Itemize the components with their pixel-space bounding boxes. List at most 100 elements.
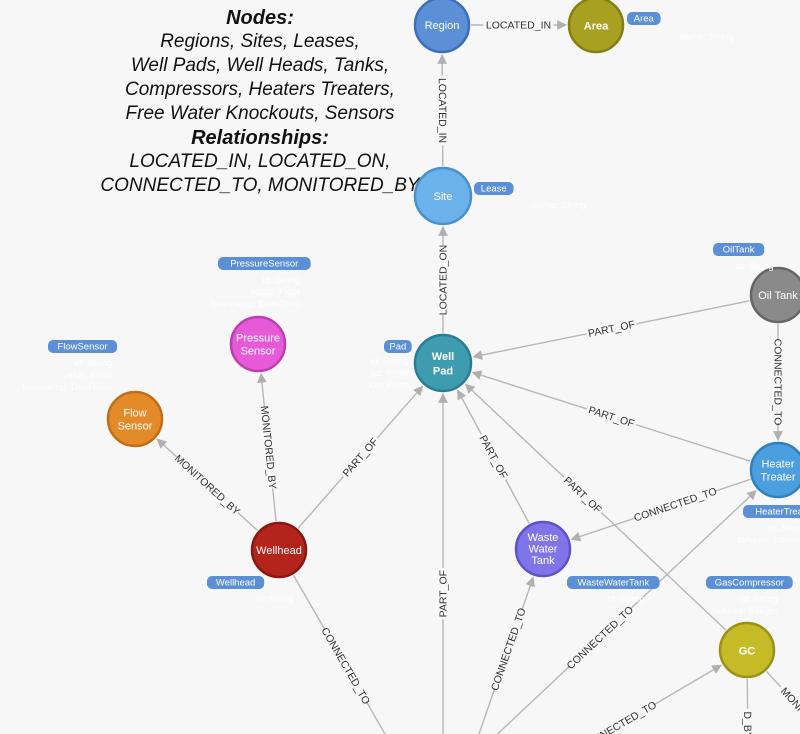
edge-oiltank-pad[interactable]: PART_OF (472, 300, 750, 360)
node-circle[interactable] (514, 520, 572, 578)
property-text: id: String (607, 594, 645, 605)
node-region[interactable]: Region (413, 0, 471, 54)
legend-node-line: Regions, Sites, Leases, (160, 31, 360, 52)
edge-pad-site[interactable]: LOCATED_ON (436, 226, 450, 333)
node-label: Well (432, 351, 454, 363)
node-circle[interactable] (567, 0, 625, 54)
badge-label: FlowSensor (57, 342, 107, 353)
badge-label: OilTank (723, 245, 755, 256)
node-label: Flow (123, 407, 146, 419)
edge-bottom-pad[interactable]: PART_OF (436, 393, 450, 734)
edge-label: LOCATED_ON (438, 245, 450, 315)
edge-line[interactable] (563, 664, 722, 734)
node-site[interactable]: Site (413, 166, 473, 226)
badge-label: WasteWaterTank (577, 578, 649, 589)
node-label: Pressure (236, 332, 280, 344)
edge-heater-pad[interactable]: PART_OF (471, 370, 751, 462)
badge-pill[interactable] (743, 505, 800, 518)
edge-oiltank-heater[interactable]: CONNECTED_TO (772, 324, 786, 441)
edge-site-region[interactable]: LOCATED_IN (436, 54, 450, 167)
edge-wellhead-pad[interactable]: PART_OF (297, 385, 424, 529)
edge-bottom-gc[interactable]: CONNECTED_TO (563, 664, 722, 734)
node-oiltank[interactable]: Oil Tank (749, 266, 800, 324)
badge-pill[interactable] (207, 576, 265, 589)
legend-node-line: Well Pads, Well Heads, Tanks, (130, 55, 390, 76)
node-circle[interactable] (749, 266, 800, 324)
edge-region-area[interactable]: LOCATED_IN (471, 18, 567, 32)
edge-bottom-wwt[interactable]: CONNECTED_TO (471, 576, 535, 734)
property-text: name: String (680, 32, 734, 43)
edge-label: CONNECTED_TO (489, 606, 529, 692)
node-wwt[interactable]: WasteWaterTank (514, 520, 572, 578)
badge-pill[interactable] (218, 257, 311, 270)
edge-label: CONNECTED_TO (318, 626, 372, 707)
edge-label: CONNECTED_TO (772, 339, 784, 426)
property-text: id: String (263, 275, 301, 286)
node-label: Area (584, 20, 609, 32)
node-wellhead[interactable]: Wellhead (250, 521, 308, 579)
node-label: Tank (531, 555, 555, 567)
legend-rel-line: CONNECTED_TO, MONITORED_BY (100, 175, 420, 196)
badge-wwt[interactable]: WasteWaterTank id: String (567, 576, 660, 605)
node-circle[interactable] (250, 521, 308, 579)
node-label: Oil Tank (758, 290, 798, 302)
node-label: Treater (760, 471, 795, 483)
node-circle[interactable] (413, 0, 471, 54)
edge-label: PART_OF (477, 433, 510, 480)
node-gc[interactable]: GC (718, 621, 776, 679)
badge-pill[interactable] (706, 576, 793, 589)
node-pressure[interactable]: PressureSensor (229, 315, 287, 373)
node-label: Pad (433, 366, 453, 378)
edge-wellhead-bottom[interactable]: CONNECTED_TO (292, 574, 398, 734)
edge-gc-right[interactable]: MONI (766, 670, 800, 727)
property-text: timestamp: DateTime (22, 382, 112, 393)
badge-label: GasCompressor (715, 578, 784, 589)
badge-pill[interactable] (627, 12, 661, 25)
badge-label: PressureSensor (230, 259, 298, 270)
badge-label: Pad (389, 342, 406, 353)
badge-pill[interactable] (474, 182, 514, 195)
property-text: id: String (371, 356, 409, 367)
node-label: Site (434, 191, 453, 203)
badge-pill[interactable] (384, 340, 412, 353)
node-label: Sensor (118, 420, 153, 432)
edge-label: PART_OF (561, 475, 604, 516)
property-text: lon: Float (369, 380, 408, 391)
legend-rel-line: LOCATED_IN, LOCATED_ON, (129, 151, 391, 172)
edge-pressure-wellhead[interactable]: MONITORED_BY (257, 372, 280, 522)
legend-node-line: Free Water Knockouts, Sensors (125, 103, 395, 124)
edge-gc-bottom[interactable]: D_BY (741, 678, 755, 734)
node-circle[interactable] (106, 390, 164, 448)
edge-label: MONITORED_BY (172, 453, 242, 518)
badge-area[interactable]: Area name: String (627, 12, 734, 43)
node-label: Wellhead (256, 545, 302, 557)
badge-pill[interactable] (48, 340, 117, 353)
node-circle[interactable] (229, 315, 287, 373)
edge-label: MONI (778, 685, 800, 713)
edge-flow-wellhead[interactable]: MONITORED_BY (156, 438, 259, 532)
node-circle[interactable] (749, 441, 800, 499)
node-circle[interactable] (413, 333, 473, 393)
property-text: name: String (532, 200, 586, 211)
badge-label: Area (634, 14, 655, 25)
badge-pill[interactable] (713, 243, 765, 256)
node-circle[interactable] (413, 166, 473, 226)
node-circle[interactable] (718, 621, 776, 679)
edge-label: D_BY (741, 711, 753, 734)
node-area[interactable]: Area (567, 0, 625, 54)
node-flow[interactable]: FlowSensor (106, 390, 164, 448)
legend-panel: Nodes: Regions, Sites, Leases, Well Pads… (70, 6, 450, 198)
edge-label: PART_OF (341, 436, 381, 480)
badge-pill[interactable] (567, 576, 660, 589)
